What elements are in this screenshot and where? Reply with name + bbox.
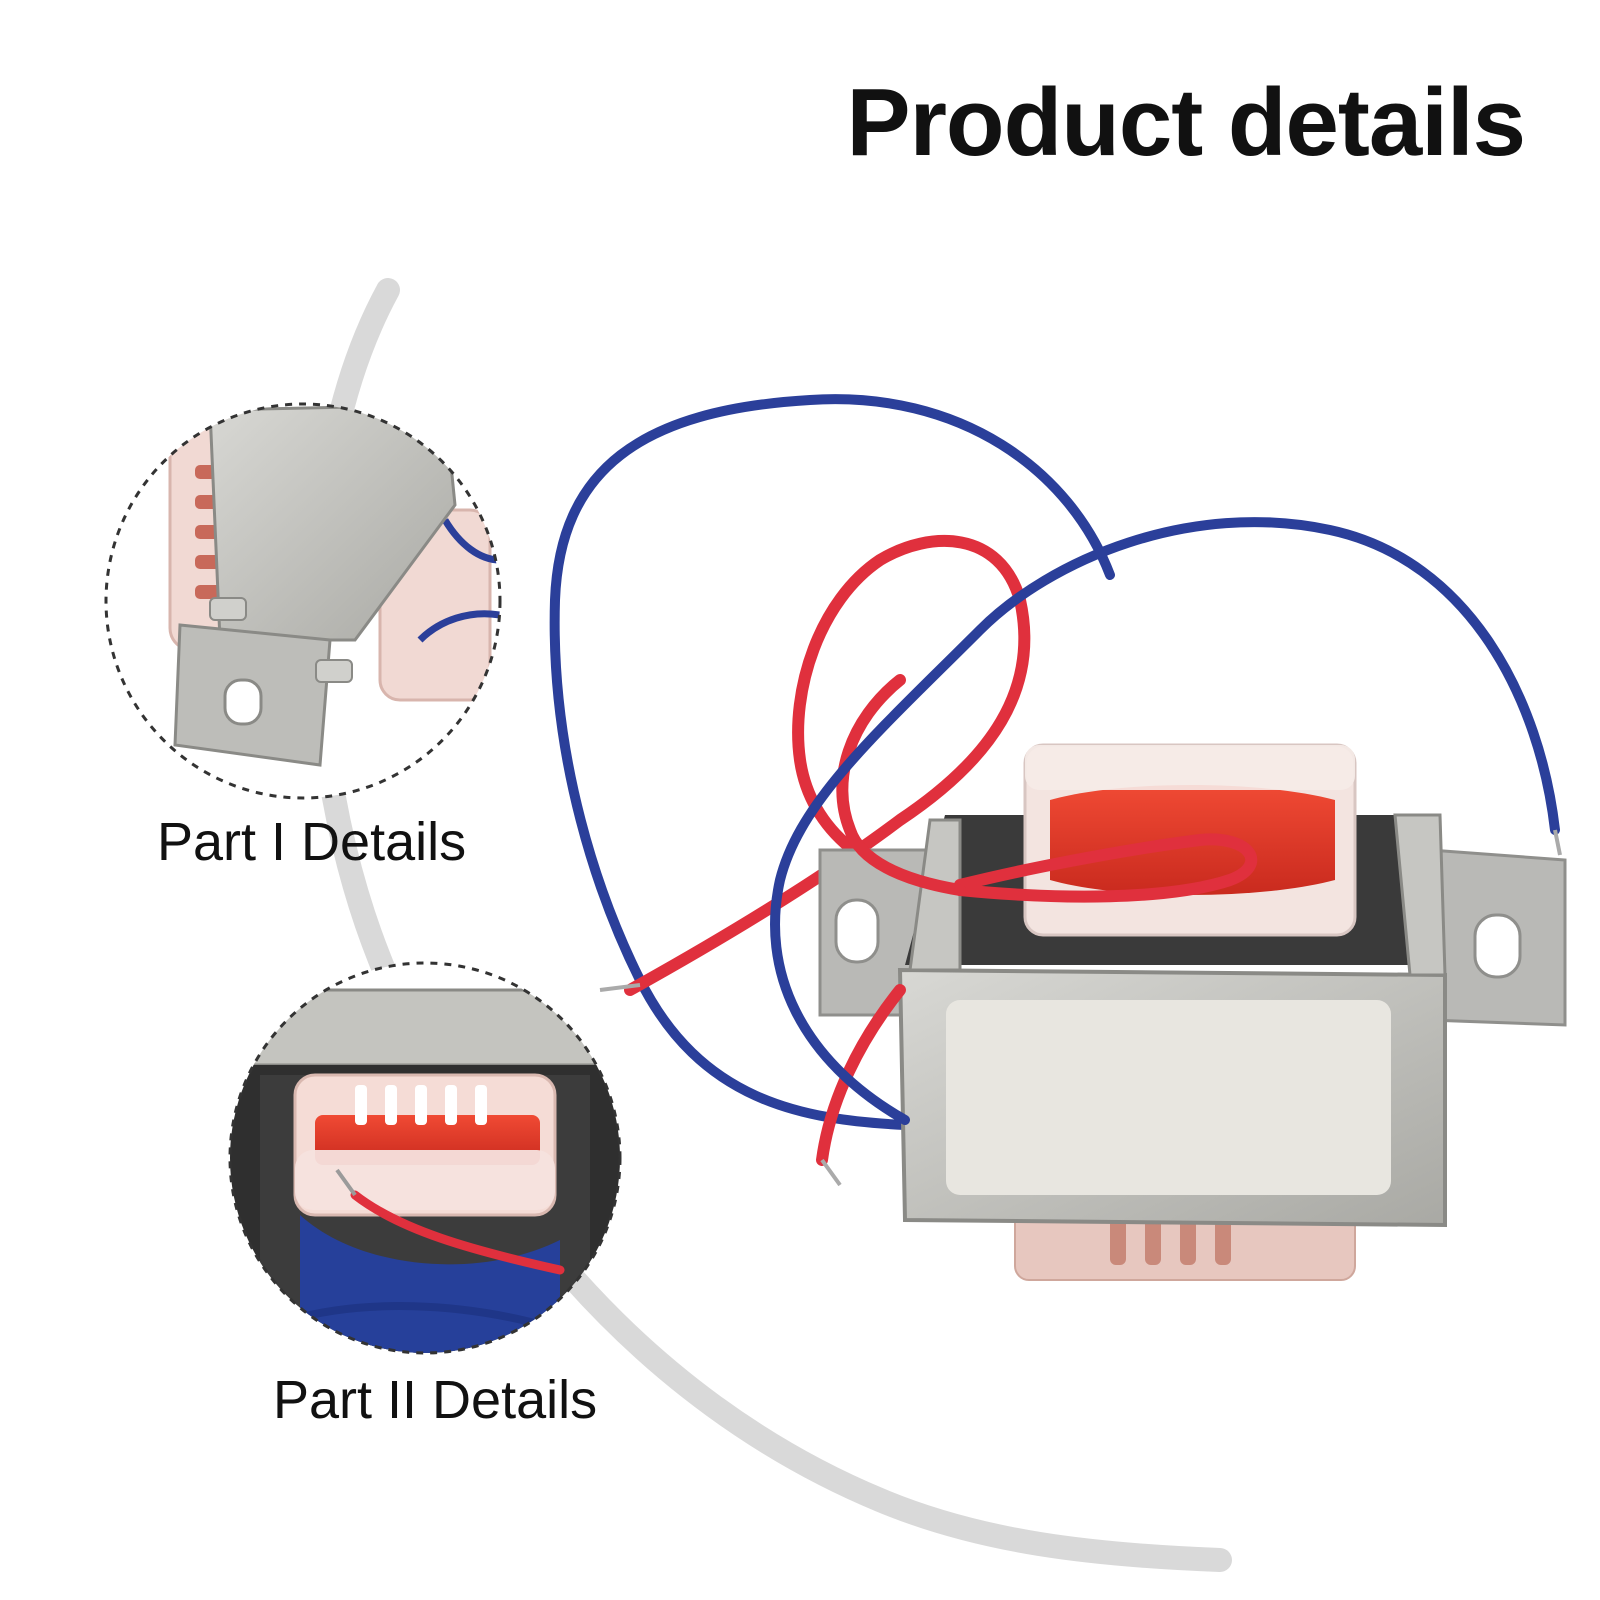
page-title: Product details <box>846 69 1526 176</box>
part-one-label: Part I Details <box>157 812 467 872</box>
part-two-detail-zoom <box>228 961 622 1355</box>
part-one-detail-zoom <box>104 402 502 800</box>
transformer-product-photo <box>549 394 1567 1281</box>
part-two-label: Part II Details <box>273 1370 598 1430</box>
